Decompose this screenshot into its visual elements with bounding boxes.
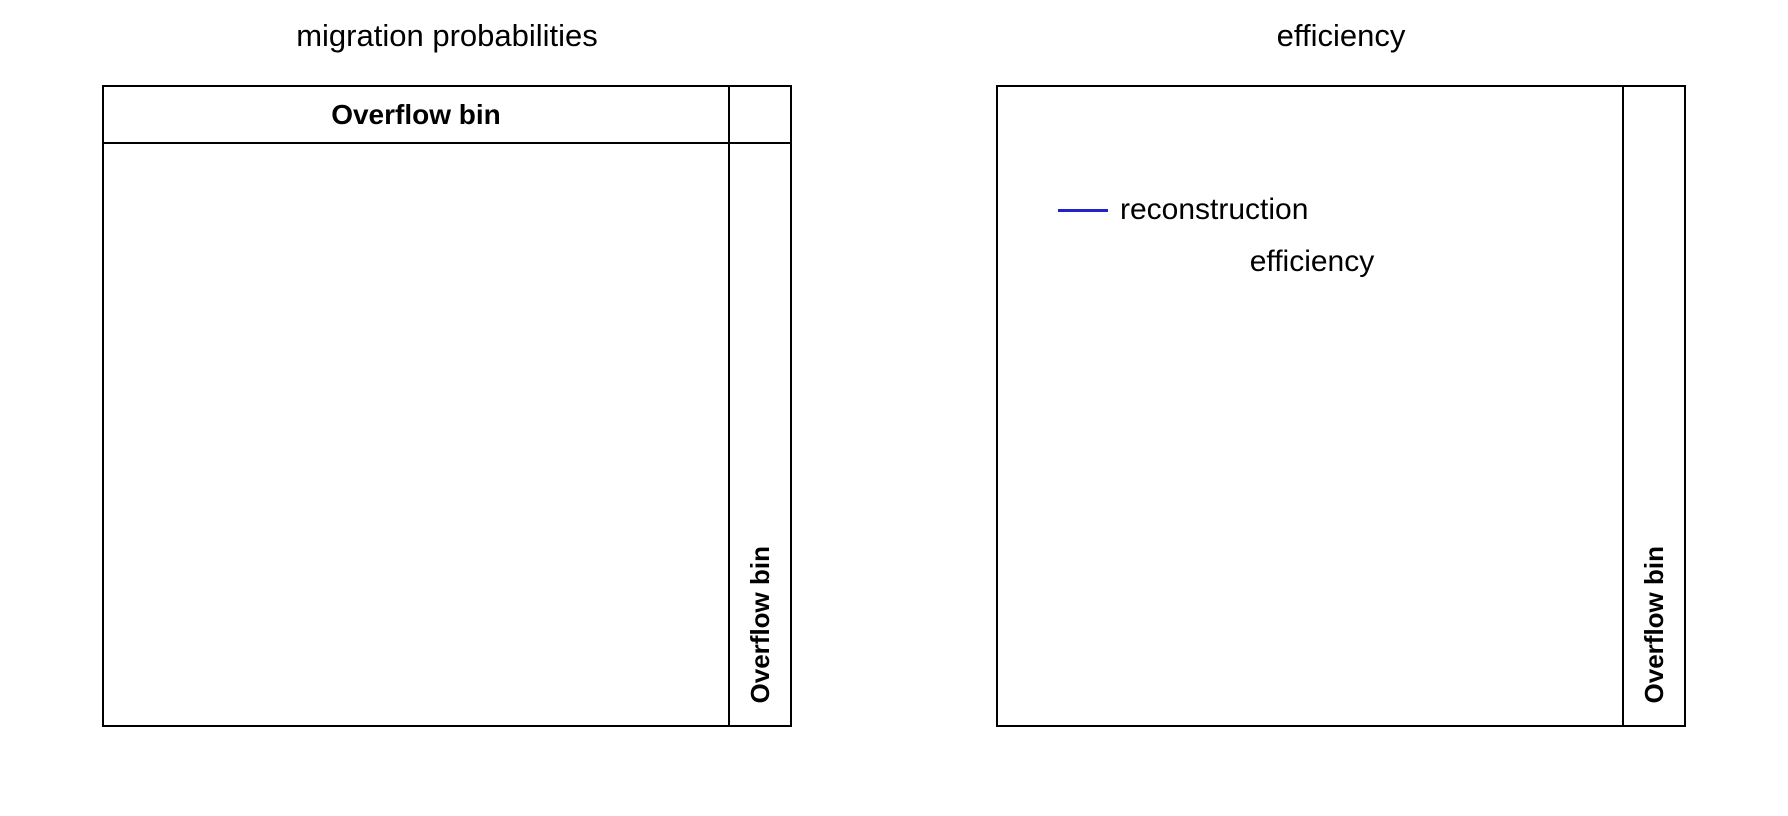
- overflow-bin-column-left: Overflow bin: [728, 87, 790, 725]
- panel-migration-probabilities: migration probabilities Overflow bin Ove…: [102, 8, 792, 728]
- legend: reconstruction efficiency: [1058, 195, 1558, 277]
- legend-label-reconstruction: reconstruction: [1120, 193, 1309, 226]
- panel-title-migration-probabilities: migration probabilities: [296, 18, 598, 53]
- plot-main-column-right: reconstruction efficiency: [998, 87, 1622, 725]
- legend-entry-reconstruction[interactable]: reconstruction: [1058, 195, 1558, 225]
- panel-efficiency: efficiency reconstruction efficiency: [996, 8, 1686, 728]
- plot-main-column-left: Overflow bin: [104, 87, 728, 725]
- overflow-bin-area-right[interactable]: Overflow bin: [1624, 87, 1684, 725]
- overflow-bin-vertical-label-right: Overflow bin: [1639, 545, 1669, 703]
- overflow-bin-header-label: Overflow bin: [331, 98, 501, 130]
- legend-entry-efficiency[interactable]: efficiency: [1058, 247, 1558, 277]
- panel-title-efficiency: efficiency: [1276, 18, 1406, 53]
- legend-line-swatch-icon: [1058, 208, 1108, 212]
- legend-label-efficiency: efficiency: [1249, 245, 1375, 278]
- overflow-bin-header-band: Overflow bin: [104, 87, 728, 144]
- plot-frame-migration-probabilities: Overflow bin Overflow bin: [102, 85, 792, 727]
- overflow-bin-column-right: Overflow bin: [1622, 87, 1684, 725]
- plot-area-migration-probabilities[interactable]: [104, 144, 728, 725]
- overflow-bin-vertical-label-left: Overflow bin: [745, 545, 775, 703]
- overflow-bin-header-spacer-left: [730, 87, 790, 144]
- overflow-bin-area-left[interactable]: Overflow bin: [730, 144, 790, 725]
- plot-frame-efficiency: reconstruction efficiency Overflow bin: [996, 85, 1686, 727]
- plot-area-efficiency[interactable]: reconstruction efficiency: [998, 87, 1622, 725]
